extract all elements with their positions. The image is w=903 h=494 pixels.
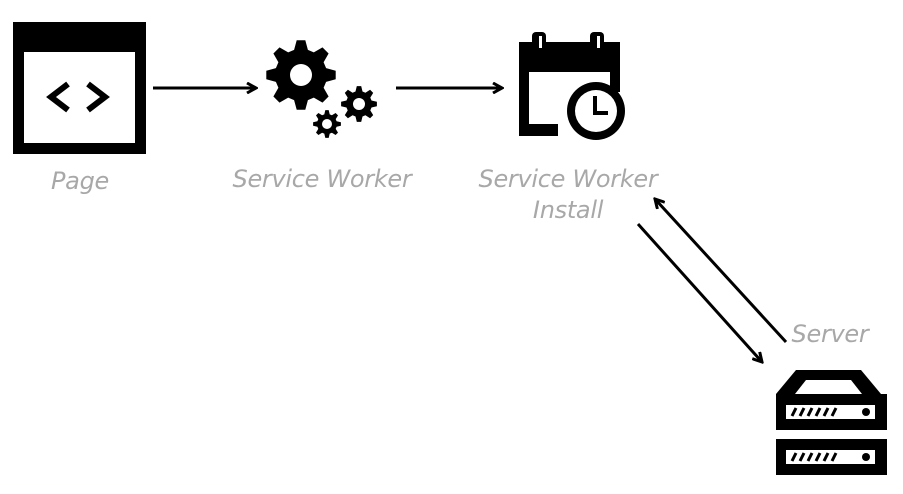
drive-slot-mark xyxy=(814,407,822,417)
drive-slot-mark xyxy=(790,452,798,462)
server-rack-icon xyxy=(776,370,887,475)
page-label: Page xyxy=(51,167,109,195)
drive-slot-mark xyxy=(814,452,822,462)
small-gear-hub xyxy=(322,119,332,129)
drive-slot-mark xyxy=(806,407,814,417)
service-worker-install-label: Service Worker Install xyxy=(478,165,658,224)
drive-slot-mark xyxy=(798,407,806,417)
medium-gear-hub xyxy=(353,98,365,110)
arrow-install-to-server xyxy=(636,222,762,362)
server-label: Server xyxy=(791,320,869,348)
drive-slot-mark xyxy=(830,407,838,417)
drive-slot-mark xyxy=(806,452,814,462)
drive-slot-mark xyxy=(822,407,830,417)
service-worker-label: Service Worker xyxy=(232,165,412,193)
gears-icon xyxy=(266,40,377,138)
code-window-icon xyxy=(13,22,146,154)
drive-slot-mark xyxy=(798,452,806,462)
calendar-clock-icon xyxy=(519,32,625,140)
drive-slot-mark xyxy=(830,452,838,462)
large-gear-hub xyxy=(290,64,312,86)
drive-slot-mark xyxy=(822,452,830,462)
arrow-server-to-install xyxy=(655,199,788,344)
drive-slot-mark xyxy=(790,407,798,417)
